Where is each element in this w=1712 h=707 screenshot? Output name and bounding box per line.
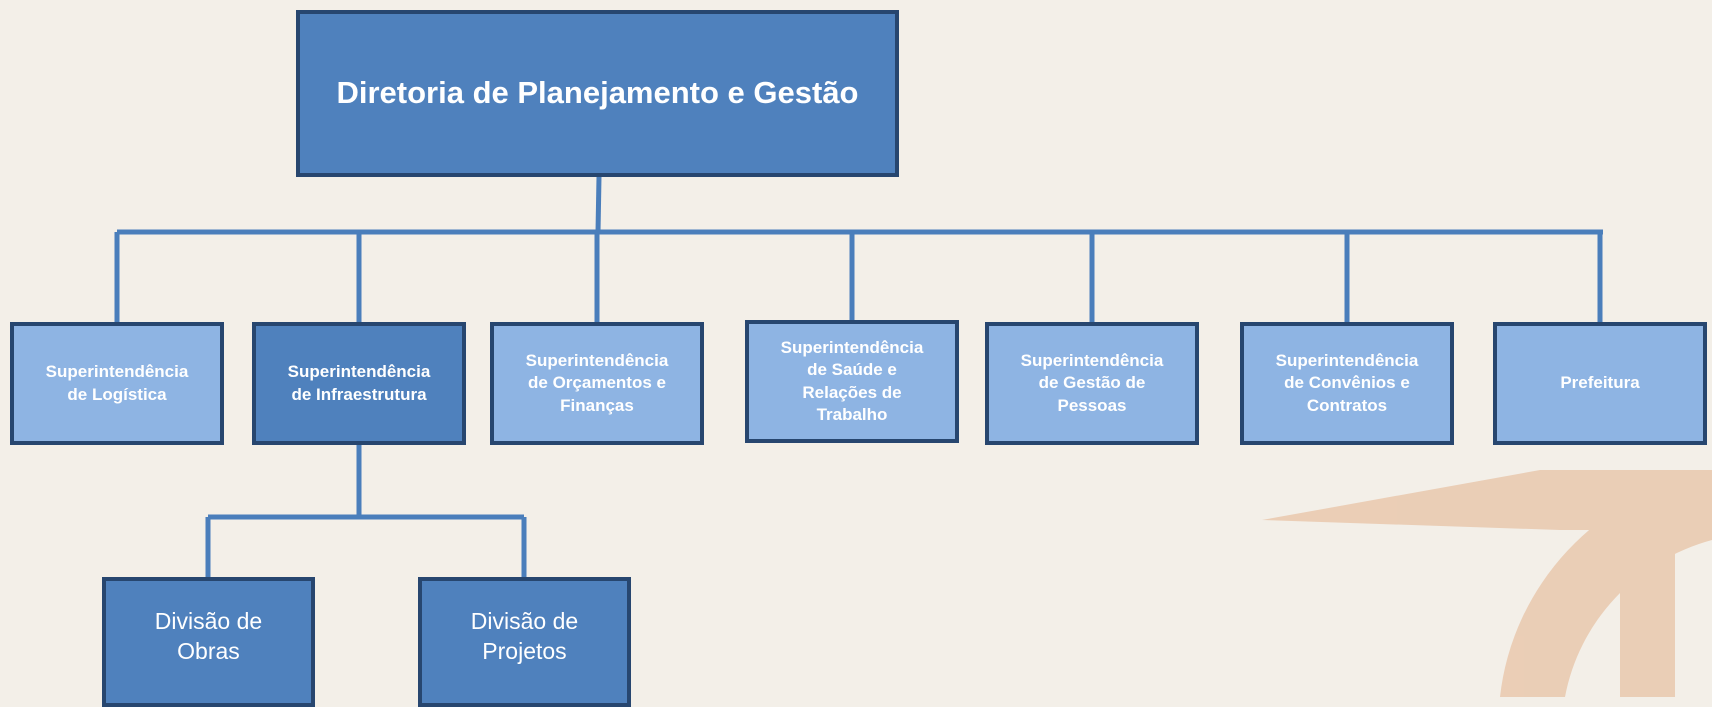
node-superintendencia-infraestrutura: Superintendência de Infraestrutura bbox=[252, 322, 466, 445]
connectors bbox=[114, 176, 1603, 577]
node-superintendencia-logistica: Superintendência de Logística bbox=[10, 322, 224, 445]
connector-root-down bbox=[595, 176, 602, 233]
watermark-bar bbox=[1262, 470, 1712, 530]
watermark-post bbox=[1620, 470, 1675, 697]
node-superintendencia-gestao-pessoas: Superintendência de Gestão de Pessoas bbox=[985, 322, 1199, 445]
node-superintendencia-convenios: Superintendência de Convênios e Contrato… bbox=[1240, 322, 1454, 445]
node-superintendencia-saude: Superintendência de Saúde e Relações de … bbox=[745, 320, 959, 443]
node-diretoria: Diretoria de Planejamento e Gestão bbox=[296, 10, 899, 177]
node-divisao-projetos: Divisão de Projetos bbox=[418, 577, 631, 707]
node-prefeitura: Prefeitura bbox=[1493, 322, 1707, 445]
logo-watermark bbox=[1262, 470, 1712, 697]
node-superintendencia-orcamentos: Superintendência de Orçamentos e Finança… bbox=[490, 322, 704, 445]
node-divisao-obras: Divisão de Obras bbox=[102, 577, 315, 707]
